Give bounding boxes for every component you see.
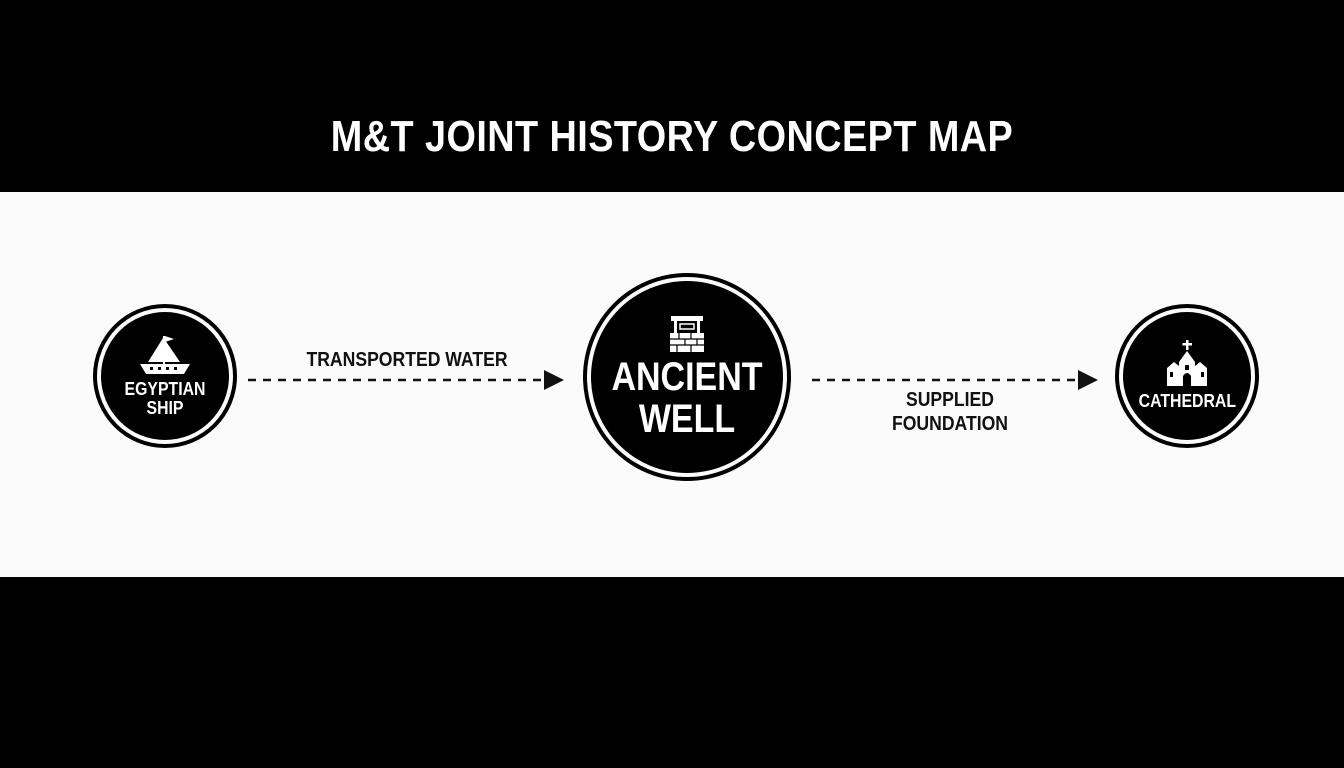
node-label-line1: CATHEDRAL [1138,391,1236,412]
edge-label-line2: FOUNDATION [891,413,1009,435]
node-ancient-well[interactable]: ANCIENT WELL [591,281,783,473]
edge-label-line1: SUPPLIED [905,389,995,411]
header-band [0,0,1344,192]
edge-label-text: TRANSPORTED WATER [306,349,508,371]
footer-band [0,577,1344,768]
ship-icon [140,335,190,374]
node-label: ANCIENT WELL [589,356,785,440]
node-label-line2: WELL [638,397,736,441]
page-title: M&T JOINT HISTORY CONCEPT MAP [330,112,1014,161]
node-label-line2: SHIP [146,398,184,418]
cathedral-icon [1167,340,1207,387]
well-icon [670,316,704,352]
node-cathedral[interactable]: CATHEDRAL [1123,312,1251,440]
edge-label-transported-water: TRANSPORTED WATER [301,348,512,372]
edge-label-supplied-foundation: SUPPLIED FOUNDATION [862,388,1038,436]
node-label: EGYPTIAN SHIP [103,378,226,419]
node-label: CATHEDRAL [1138,391,1236,412]
node-egyptian-ship[interactable]: EGYPTIAN SHIP [101,312,229,440]
node-label-line1: ANCIENT [611,355,763,399]
node-label-line1: EGYPTIAN [124,378,206,399]
